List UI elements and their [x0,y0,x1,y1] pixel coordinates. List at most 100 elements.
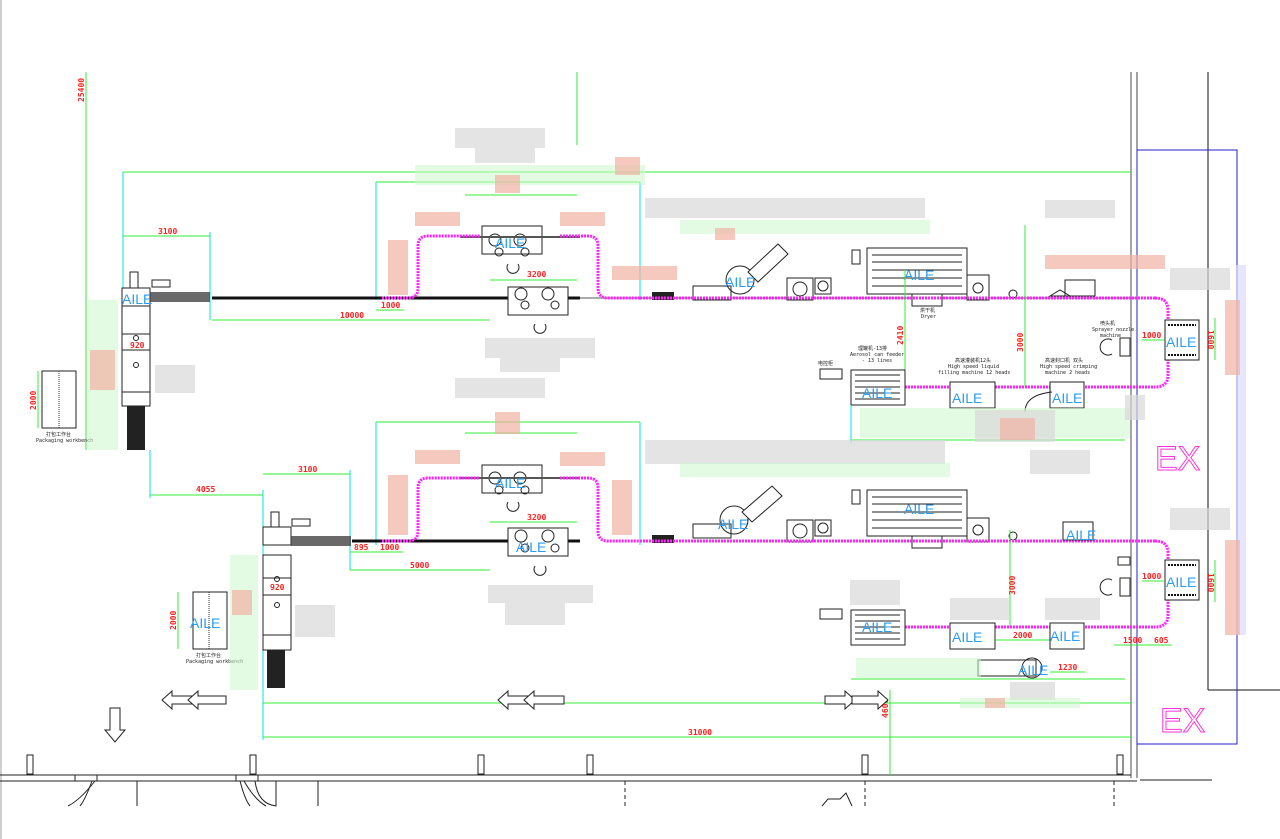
cad-shape: - 13 lines [862,358,892,364]
dim-920: 920 [130,341,145,350]
cad-shape: AILE [1052,390,1082,406]
cad-shape [533,565,547,576]
cad-shape [1000,418,1035,440]
dim-1230: 1230 [1058,663,1077,672]
cad-shape [520,300,530,310]
cad-shape [415,165,645,185]
cad-shape [719,505,749,535]
liquid-filler-2 [949,622,996,650]
cad-shape [235,774,259,782]
cad-shape [851,249,861,265]
cad-shape: machine [1100,333,1121,339]
cad-shape: machine 2 heads [1045,370,1090,376]
cad-shape: AILE [725,274,755,290]
cad-shape [514,287,528,301]
dim-1500: 1500 [1123,636,1142,645]
dim-2000: 2000 [29,391,38,410]
cad-shape [1170,268,1230,290]
actuator-machine-1: 喷头机 Sprayer nozzle machine [1092,320,1134,357]
cad-shape [560,212,605,226]
cad-shape [1119,577,1131,597]
cad-shape [494,485,504,495]
arrow-left-icon [523,689,565,711]
cad-shape: 电控柜 [818,360,833,367]
dim-end-gap-1: 1000 [1142,331,1161,340]
cad-shape [1225,300,1240,375]
cad-shape [1021,657,1043,679]
cad-shape [1164,319,1200,361]
cad-shape [495,175,520,193]
flow-arrows [103,689,889,743]
cad-shape [715,228,735,240]
cad-shape [295,605,335,637]
production-line-2[interactable]: 3100 895 1000 5000 3200 2000 AILE 打包工作台 … [169,421,1216,688]
dim-4600: 4600 [881,699,890,718]
cad-shape [129,271,139,289]
cad-shape: AILE [862,385,892,401]
cad-shape: AILE [904,501,934,517]
cad-shape [388,240,408,295]
cad-shape [817,522,829,534]
dryer-1: AILE 烘干机 Dryer [851,247,968,320]
unscrambler-upper-1: AILE [460,225,580,274]
cad-shape: AILE [516,539,546,555]
cad-shape [541,529,555,543]
cad-shape [680,220,930,234]
cad-shape [133,362,139,368]
dim-2000-filler: 2000 [1013,631,1032,640]
dim-2000-2: 2000 [169,611,178,630]
cad-shape [817,280,829,292]
cad-shape [1049,381,1085,409]
cad-shape: Aerosol can feeder [850,352,904,358]
cad-shape [972,282,984,294]
cad-shape [985,698,1005,708]
cad-shape [507,286,569,316]
cad-shape [151,279,171,288]
cad-shape [505,603,565,625]
cad-shape: 1000 [1142,572,1161,581]
cad-shape [455,378,545,398]
cad-shape [1125,395,1145,420]
cad-shape [1164,559,1200,601]
cad-shape [520,485,530,495]
dryer-2: AILE [851,489,968,549]
cad-shape [270,511,280,528]
cad-shape [550,300,560,310]
cad-shape [1010,682,1055,700]
cad-shape [645,198,925,218]
cad-shape [856,658,981,678]
cad-shape: AILE [495,235,525,251]
pack-table-label: 打包工作台 [46,431,71,438]
cad-shape [533,323,547,334]
cad-shape [513,233,527,247]
electric-cabinet-1: 电控柜 [818,360,843,380]
dim-31000: 31000 [688,728,712,737]
dryer-label-en: Dryer [921,314,936,320]
cad-shape [495,412,520,434]
cad-shape: AILE [1066,527,1096,543]
cad-shape: 1600 [1206,573,1215,592]
exit-label-upper: EX [1155,440,1200,478]
cad-shape [851,489,861,505]
cad-shape [67,780,96,807]
cad-shape [520,543,530,553]
cad-shape [90,350,115,390]
dim-3200-2: 3200 [527,513,546,522]
cad-shape [1236,265,1246,635]
cad-shape [291,518,311,527]
cad-shape [239,780,251,807]
column-markers [26,754,1124,775]
cad-shape: AILE [718,516,748,532]
cad-shape [1045,598,1100,620]
cad-shape [645,440,945,464]
arrow-right-icon [824,689,856,711]
checkweigher-2 [1062,521,1094,541]
cad-shape [455,128,545,148]
checkweigher-1 [1064,279,1096,297]
cad-shape [1030,450,1090,474]
cad-shape [911,293,943,307]
dim-10000: 10000 [340,311,364,320]
cad-shape [814,519,832,537]
production-line-1[interactable]: 3100 10000 1000 3200 2000 打包工作台 Packagin… [29,181,1216,450]
